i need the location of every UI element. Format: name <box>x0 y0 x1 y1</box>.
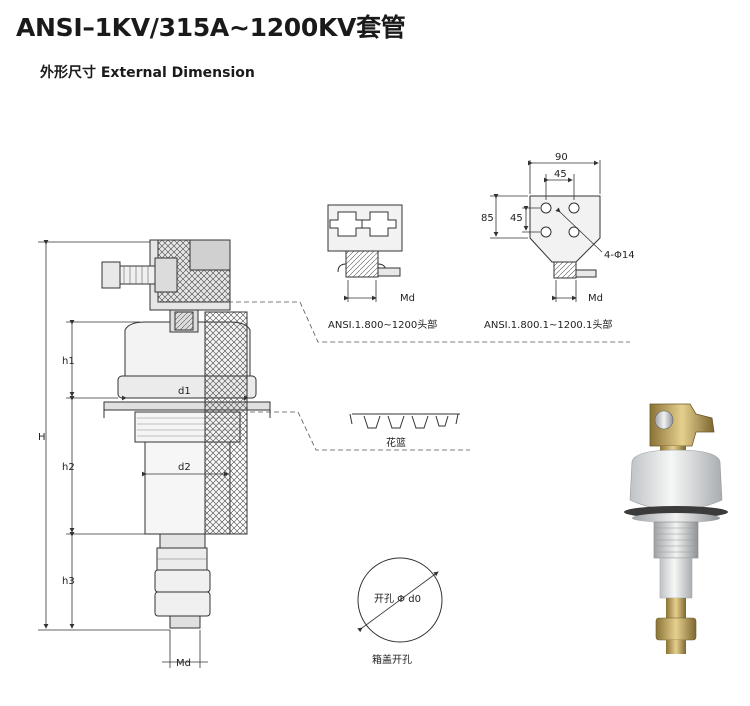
head-b-drawing <box>490 160 603 302</box>
hole-icon <box>540 202 552 214</box>
bottom-stud <box>154 533 211 629</box>
basket-drawing <box>349 413 460 429</box>
cover-hole-caption: 箱盖开孔 <box>372 653 412 666</box>
head-b-dim-90: 90 <box>555 152 568 163</box>
main-dimensions <box>38 240 630 668</box>
page-subtitle: 外形尺寸 External Dimension <box>40 65 255 81</box>
dim-label-h2: h2 <box>62 462 75 473</box>
head-a-drawing <box>327 204 403 302</box>
dim-label-h3: h3 <box>62 576 75 587</box>
cover-hole-drawing <box>357 557 443 643</box>
head-b-caption: ANSI.1.800.1~1200.1头部 <box>484 318 612 331</box>
terminal-head <box>101 239 231 311</box>
conductor-section <box>169 309 248 535</box>
head-b-dim-45-vertical: 45 <box>510 213 523 224</box>
hole-icon <box>540 226 552 238</box>
head-b-md-label: Md <box>588 293 603 304</box>
head-b-hole-label: 4-Φ14 <box>604 250 635 261</box>
head-b-dim-45: 45 <box>554 169 567 180</box>
dim-label-Md: Md <box>176 658 191 669</box>
product-photo <box>624 403 728 654</box>
hole-icon <box>568 226 580 238</box>
basket-caption: 花篮 <box>386 436 406 449</box>
dim-label-d1: d1 <box>178 386 191 397</box>
dim-label-h1: h1 <box>62 356 75 367</box>
dim-label-d2: d2 <box>178 462 191 473</box>
head-a-caption: ANSI.1.800~1200头部 <box>328 318 437 331</box>
dim-label-H: H <box>38 432 46 443</box>
head-a-md-label: Md <box>400 293 415 304</box>
page-title: ANSI–1KV/315A~1200KV套管 <box>16 13 406 42</box>
head-b-dim-85: 85 <box>481 213 494 224</box>
main-bushing-drawing <box>38 239 630 668</box>
hole-icon <box>568 202 580 214</box>
cover-hole-inner-label: 开孔 Φ d0 <box>374 593 421 605</box>
